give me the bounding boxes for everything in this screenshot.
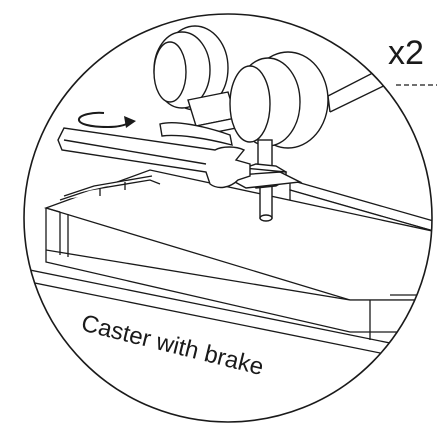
detail-view bbox=[24, 25, 432, 358]
detail-circle bbox=[23, 13, 433, 423]
caster-wheel-icon bbox=[153, 25, 329, 222]
rotate-arrow-icon bbox=[78, 111, 136, 129]
box-body bbox=[24, 169, 432, 358]
quantity-label: x2 bbox=[388, 34, 424, 72]
caption: Caster with brake bbox=[79, 310, 267, 381]
wrench-icon bbox=[57, 127, 251, 189]
